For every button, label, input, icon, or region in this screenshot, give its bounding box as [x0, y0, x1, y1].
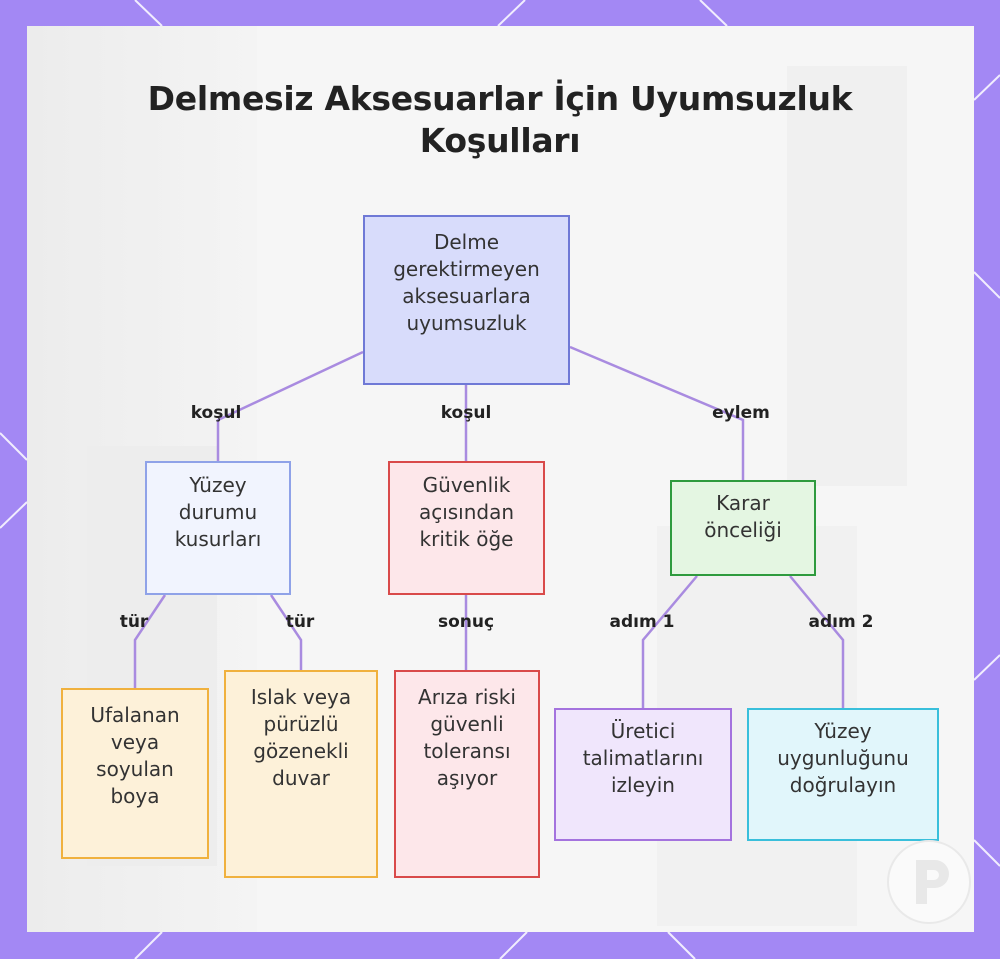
brand-logo-icon	[916, 860, 949, 904]
node-failure-risk: Arıza riski güvenli toleransı aşıyor	[394, 670, 540, 878]
node-surface-line: kusurları	[174, 527, 262, 551]
node-risk-line: aşıyor	[436, 766, 498, 790]
edge-label: tür	[119, 612, 149, 632]
node-wet-line: pürüzlü	[263, 712, 339, 736]
edge-label: adım 1	[609, 612, 675, 632]
edge-root-surface	[216, 350, 364, 461]
edge-label: tür	[285, 612, 315, 632]
node-root: Delme gerektirmeyen aksesuarlara uyumsuz…	[363, 215, 570, 385]
node-root-line: gerektirmeyen	[393, 257, 540, 281]
node-risk-line: toleransı	[423, 739, 511, 763]
node-wet-line: gözenekli	[253, 739, 349, 763]
node-verify-line: uygunluğunu	[777, 746, 909, 770]
edge-root-decision	[569, 345, 745, 480]
diagram-title: Delmesiz Aksesuarlar İçin Uyumsuzluk Koş…	[0, 78, 1000, 162]
node-decision-line: Karar	[716, 491, 770, 515]
node-manufacturer-line: talimatlarını	[582, 746, 704, 770]
edge-label: koşul	[440, 403, 492, 423]
edge-label: adım 2	[808, 612, 874, 632]
title-line-2: Koşulları	[419, 121, 581, 160]
node-peeling-line: soyulan	[96, 757, 174, 781]
node-wet-line: Islak veya	[250, 685, 352, 709]
node-surface-defects: Yüzey durumu kusurları	[145, 461, 291, 595]
node-root-line: aksesuarlara	[402, 284, 531, 308]
node-safety-line: kritik öğe	[419, 527, 514, 551]
edge-surface-wet	[269, 594, 303, 670]
node-safety-line: açısından	[418, 500, 515, 524]
edge-decision-step1	[641, 575, 698, 708]
node-root-line: Delme	[433, 230, 500, 254]
node-peeling-line: veya	[110, 730, 160, 754]
node-surface-line: durumu	[178, 500, 258, 524]
node-wet-porous-wall: Islak veya pürüzlü gözenekli duvar	[224, 670, 378, 878]
node-safety-line: Güvenlik	[422, 473, 511, 497]
node-safety-critical: Güvenlik açısından kritik öğe	[388, 461, 545, 595]
node-decision-line: önceliği	[704, 518, 782, 542]
node-surface-line: Yüzey	[189, 473, 247, 497]
edge-decision-step2	[789, 575, 845, 708]
edge-label: koşul	[190, 403, 242, 423]
node-wet-line: duvar	[272, 766, 330, 790]
node-decision-priority: Karar önceliği	[670, 480, 816, 576]
node-manufacturer-line: Üretici	[610, 719, 676, 743]
node-risk-line: Arıza riski	[418, 685, 516, 709]
node-manufacturer-line: izleyin	[611, 773, 675, 797]
title-line-1: Delmesiz Aksesuarlar İçin Uyumsuzluk	[147, 79, 853, 118]
node-verify-line: doğrulayın	[789, 773, 897, 797]
node-manufacturer-instructions: Üretici talimatlarını izleyin	[554, 708, 732, 841]
node-verify-line: Yüzey	[814, 719, 872, 743]
edge-label: sonuç	[437, 612, 495, 632]
node-risk-line: güvenli	[430, 712, 504, 736]
edge-surface-peeling	[133, 594, 167, 688]
node-verify-surface: Yüzey uygunluğunu doğrulayın	[747, 708, 939, 841]
brand-logo	[887, 840, 971, 924]
node-peeling-line: Ufalanan	[90, 703, 180, 727]
node-peeling-line: boya	[110, 784, 160, 808]
node-peeling-paint: Ufalanan veya soyulan boya	[61, 688, 209, 859]
background-blur	[787, 66, 907, 486]
node-root-line: uyumsuzluk	[406, 311, 527, 335]
edge-label: eylem	[712, 403, 770, 423]
